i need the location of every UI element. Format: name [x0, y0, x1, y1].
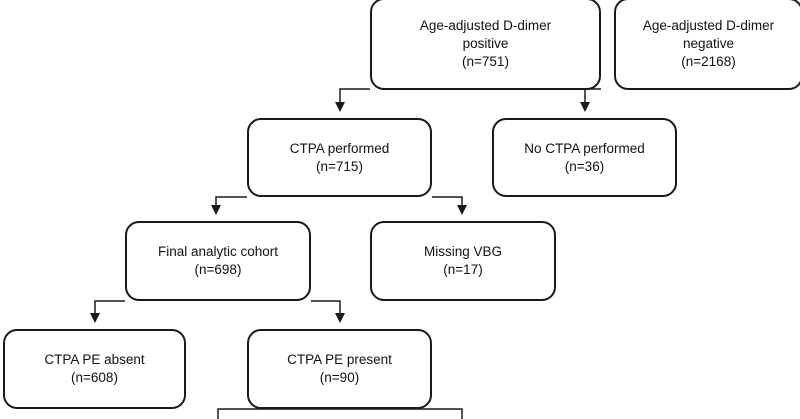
node-ctpa-pe-present: CTPA PE present (n=90) [247, 329, 432, 409]
node-ddimer-negative: Age-adjusted D-dimer negative (n=2168) [614, 0, 800, 90]
node-missing-vbg-label: Missing VBG [423, 244, 503, 259]
node-final-analytic-cohort-count: (n=698) [194, 262, 242, 277]
connector-ddimer-positive-to-no-ctpa [580, 88, 601, 112]
node-ddimer-negative-count: (n=2168) [681, 54, 736, 69]
connector-final-cohort-to-pe-present [311, 300, 345, 323]
node-ddimer-positive-line-1: Age-adjusted D-dimer [419, 18, 552, 33]
node-ctpa-pe-present-count: (n=90) [319, 370, 360, 385]
node-ddimer-positive-count: (n=751) [462, 54, 509, 69]
node-ctpa-performed-count: (n=715) [316, 158, 363, 174]
connector-ctpa-performed-to-final-cohort [211, 196, 247, 215]
node-no-ctpa-performed-count: (n=36) [564, 158, 605, 174]
node-ddimer-negative-line-2: negative [682, 36, 735, 51]
node-ctpa-performed: CTPA performed (n=715) [247, 118, 432, 197]
node-ctpa-pe-absent-count: (n=608) [71, 370, 118, 385]
node-final-analytic-cohort-label: Final analytic cohort [157, 244, 279, 259]
node-ctpa-pe-absent-label: CTPA PE absent [44, 352, 145, 367]
node-ddimer-positive: Age-adjusted D-dimer positive (n=751) [370, 0, 601, 90]
node-no-ctpa-performed: No CTPA performed (n=36) [492, 118, 677, 197]
connector-ctpa-performed-to-missing-vbg [432, 196, 467, 215]
node-no-ctpa-performed-label: No CTPA performed [524, 140, 645, 156]
connector-ddimer-positive-to-ctpa-performed [335, 88, 370, 112]
node-missing-vbg: Missing VBG (n=17) [370, 221, 556, 301]
node-ctpa-pe-present-label: CTPA PE present [287, 352, 392, 367]
node-ctpa-pe-absent: CTPA PE absent (n=608) [3, 329, 186, 409]
node-ddimer-positive-line-2: positive [462, 36, 509, 51]
connector-pe-present-outgoing [217, 408, 463, 419]
connector-final-cohort-to-pe-absent [90, 300, 125, 323]
node-ddimer-negative-line-1: Age-adjusted D-dimer [642, 18, 775, 33]
node-final-analytic-cohort: Final analytic cohort (n=698) [125, 221, 311, 301]
node-missing-vbg-count: (n=17) [443, 262, 483, 277]
node-ctpa-performed-label: CTPA performed [289, 140, 390, 156]
